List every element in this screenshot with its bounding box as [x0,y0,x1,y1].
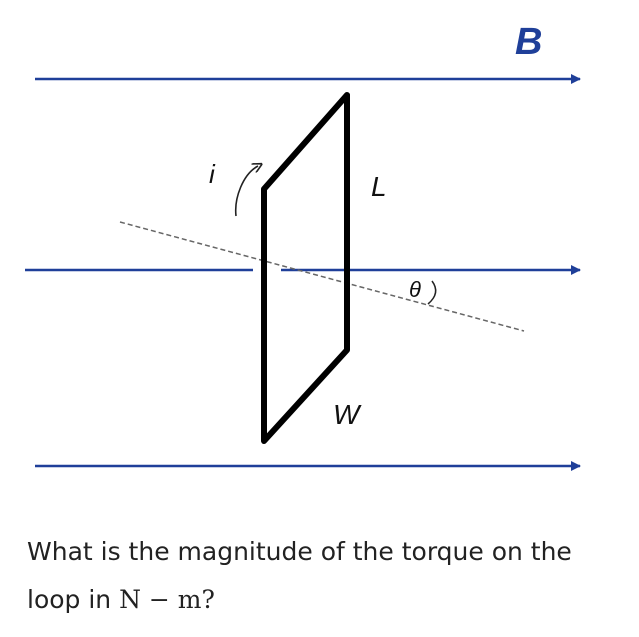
normal-line-dashed [119,221,525,332]
angle-label: θ [409,277,421,302]
width-label: W [333,399,362,430]
question-unit: N − m [119,585,202,614]
question-text-before: What is the magnitude of the torque on t… [27,537,572,614]
loop-in-magnetic-field-diagram: B i L W θ [25,21,581,471]
current-loop [261,92,350,444]
current-label: i [209,159,216,189]
question-mark: ? [201,585,215,614]
angle-arc [427,280,437,305]
field-label: B [515,21,542,63]
question-text: What is the magnitude of the torque on t… [27,528,627,624]
current-direction-arrow [234,166,258,217]
length-label: L [371,171,387,202]
